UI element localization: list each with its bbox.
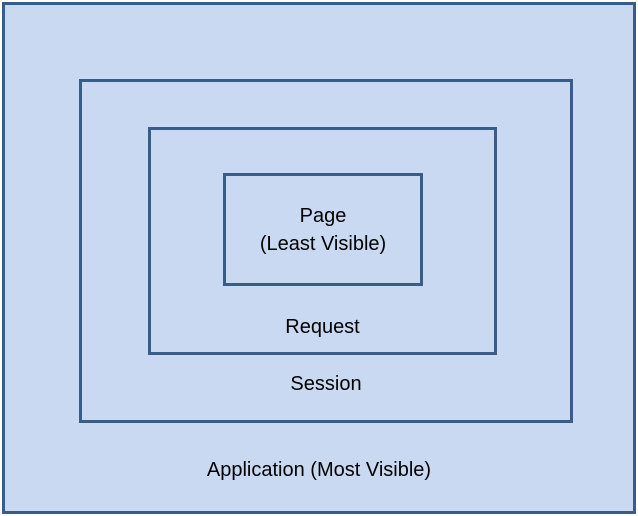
request-scope-label: Request	[285, 316, 360, 338]
session-scope-label: Session	[290, 373, 362, 395]
session-scope-box	[79, 79, 573, 423]
page-scope-label: Page (Least Visible)	[259, 204, 387, 255]
application-scope-label: Application (Most Visible)	[206, 459, 432, 481]
page-scope-box: Page (Least Visible)	[223, 173, 423, 286]
request-scope-box	[148, 127, 497, 355]
